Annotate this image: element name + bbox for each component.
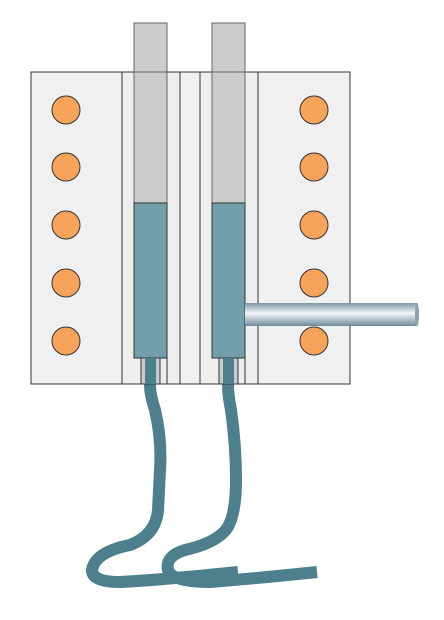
right-sample [211,202,246,359]
plungers [133,22,246,204]
heater-left-4 [51,268,81,298]
heater-left-1 [51,95,81,125]
sensor-rod-end [415,303,419,326]
flexible-tubes [86,358,318,588]
right-hose [161,358,318,588]
heater-right-1 [299,95,329,125]
left-sample [133,202,168,359]
left-plunger-stem [133,22,168,204]
heater-elements [51,95,329,356]
heater-right-2 [299,152,329,182]
sensor-rod [245,303,419,326]
sensor-rod-body [245,303,417,326]
left-hose [86,358,239,588]
heater-left-3 [51,210,81,240]
block-body [30,71,351,385]
heater-right-5 [299,326,329,356]
right-plunger-stem [211,22,246,204]
heater-left-2 [51,152,81,182]
heater-right-4 [299,268,329,298]
heater-left-5 [51,326,81,356]
left-outlet-hose [145,358,156,384]
sample-channels [133,202,246,385]
right-outlet-hose [223,358,234,384]
heater-right-3 [299,210,329,240]
